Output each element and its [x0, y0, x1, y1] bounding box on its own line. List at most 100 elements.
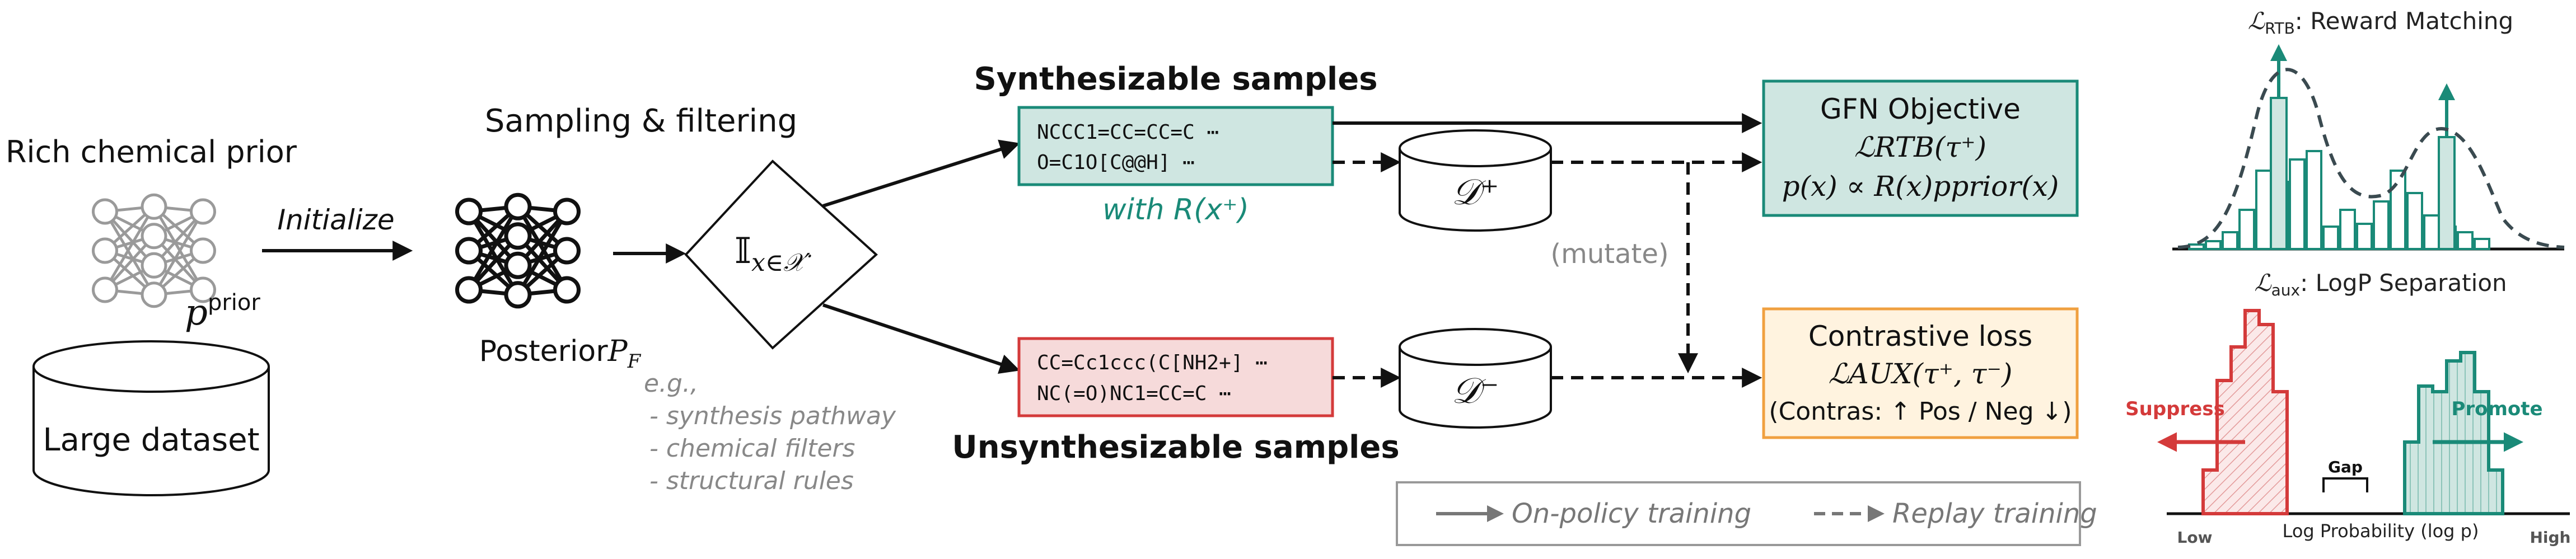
prior-label: pprior: [185, 290, 260, 333]
net-node: [504, 222, 532, 250]
synth-title: Synthesizable samples: [974, 61, 1377, 97]
unsynth-sample-line: NC(=O)NC1=CC=C ⋯: [1037, 382, 1231, 405]
rtb-bar: [2222, 231, 2238, 250]
example-item: - chemical filters: [649, 434, 855, 463]
rtb-bar: [2289, 158, 2306, 250]
rtb-bar: [2423, 214, 2440, 250]
net-node: [504, 281, 532, 309]
synth-reward-label: with R(x⁺): [1102, 193, 1249, 227]
contrastive-note: (Contras: ↑ Pos / Neg ↓): [1769, 397, 2072, 426]
rtb-bar: [2255, 170, 2272, 250]
gfn-loss: ℒRTB(τ⁺): [1854, 131, 1986, 163]
posterior-network-icon: [455, 192, 581, 309]
net-node: [92, 237, 118, 264]
net-node: [504, 251, 532, 279]
rtb-bar: [2406, 192, 2423, 250]
gap-bracket: [2322, 477, 2368, 492]
net-node: [553, 276, 581, 304]
dataset-label: Large dataset: [43, 422, 259, 458]
aux-xlabel: Log Probability (log p): [2283, 520, 2479, 542]
rtb-bar: [2356, 223, 2373, 250]
promote-label: Promote: [2451, 398, 2542, 420]
gfn-objective-box: [1762, 79, 2079, 217]
mutate-label: (mutate): [1550, 238, 1668, 270]
buffer-plus-label: 𝒟⁺: [1452, 172, 1499, 213]
unsynth-title: Unsynthesizable samples: [952, 429, 1399, 466]
buffer-plus-cylinder: [1399, 129, 1552, 232]
gap-label: Gap: [2328, 458, 2363, 476]
rtb-bar-highlight: [2438, 136, 2456, 250]
synth-sample-line: NCCC1=CC=CC=C ⋯: [1037, 121, 1219, 144]
rtb-bar: [2306, 150, 2322, 250]
rtb-bar: [2373, 200, 2390, 250]
example-item: - structural rules: [649, 467, 854, 495]
rtb-bar: [2390, 170, 2406, 250]
net-node: [92, 198, 118, 225]
examples-heading: e.g.,: [644, 369, 698, 398]
net-edge: [152, 210, 204, 296]
net-node: [141, 223, 167, 250]
filter-indicator: 𝕀x∈𝒳′: [735, 231, 811, 277]
rtb-target-curve: [2177, 68, 2565, 249]
net-node: [141, 281, 167, 308]
net-node: [141, 252, 167, 279]
gfn-formula: p(x) ∝ R(x)pprior(x): [1782, 170, 2059, 203]
net-node: [553, 237, 581, 265]
net-edge: [516, 210, 569, 296]
legend-replay: Replay training: [1892, 498, 2097, 529]
net-node: [190, 237, 216, 264]
rtb-histogram: [2172, 44, 2565, 251]
aux-low-label: Low: [2177, 528, 2213, 547]
example-item: - synthesis pathway: [649, 402, 896, 430]
rtb-bar-highlight: [2270, 97, 2288, 250]
net-node: [455, 276, 483, 304]
net-node: [455, 237, 483, 265]
posterior-label: PosteriorPF: [479, 335, 642, 373]
net-node: [553, 198, 581, 226]
training-legend: [1396, 481, 2081, 546]
contrastive-box: [1762, 307, 2079, 439]
synth-sample-line: O=C1O[C@@H] ⋯: [1037, 151, 1195, 174]
aux-histogram: [2157, 309, 2570, 515]
net-edge: [104, 210, 156, 296]
net-node: [455, 198, 483, 226]
suppress-label: Suppress: [2125, 398, 2225, 420]
synth-samples-box: [1017, 106, 1334, 186]
rtb-bar: [2238, 209, 2255, 250]
rtb-bar: [2188, 243, 2205, 250]
filter-diamond: [684, 159, 878, 350]
net-node: [190, 198, 216, 225]
contrastive-title: Contrastive loss: [1808, 320, 2032, 353]
net-node: [92, 276, 118, 303]
net-node: [190, 276, 216, 303]
gfn-title: GFN Objective: [1820, 93, 2021, 125]
net-edge: [152, 205, 204, 291]
legend-on-policy: On-policy training: [1512, 498, 1751, 529]
rtb-bar: [2322, 226, 2339, 250]
net-node: [141, 193, 167, 220]
rtb-bar: [2474, 238, 2490, 250]
net-edge: [467, 205, 520, 291]
dataset-cylinder: [32, 340, 270, 496]
aux-panel-title: ℒaux: LogP Separation: [2254, 269, 2507, 299]
net-node: [504, 192, 532, 220]
rtb-bar: [2205, 240, 2222, 250]
rtb-bar: [2339, 209, 2356, 250]
initialize-label: Initialize: [277, 204, 394, 236]
prior-title: Rich chemical prior: [6, 134, 297, 170]
net-edge: [104, 205, 156, 291]
rtb-bar: [2457, 231, 2474, 250]
promote-distribution: [2403, 351, 2504, 515]
net-edge: [467, 210, 520, 296]
to-synth-arrow: [822, 139, 1020, 208]
buffer-minus-cylinder: [1399, 328, 1552, 429]
contrastive-loss: ℒAUX(τ⁺, τ⁻): [1829, 358, 2013, 390]
buffer-minus-label: 𝒟⁻: [1452, 370, 1499, 412]
aux-high-label: High: [2530, 528, 2570, 547]
net-edge: [516, 205, 569, 291]
rtb-panel-title: ℒRTB: Reward Matching: [2248, 7, 2513, 37]
to-unsynth-arrow: [822, 303, 1020, 374]
unsynth-sample-line: CC=Cc1ccc(C[NH2+] ⋯: [1037, 351, 1268, 374]
sampling-title: Sampling & filtering: [485, 103, 797, 139]
